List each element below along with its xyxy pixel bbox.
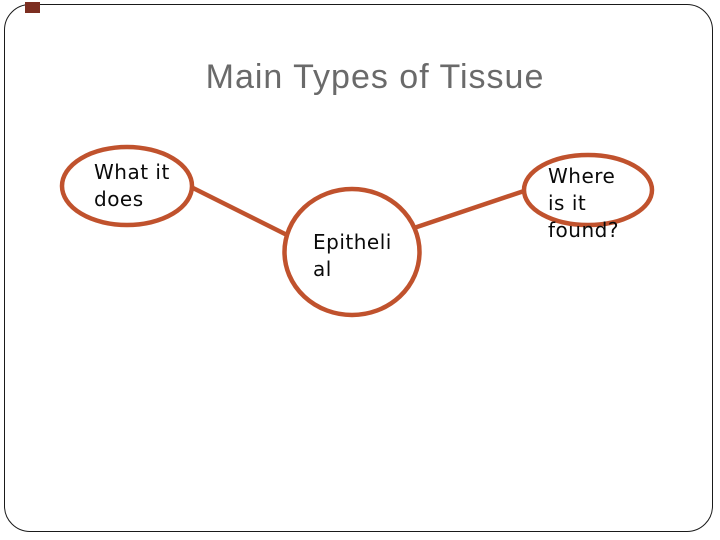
node-ellipse-what-it-does xyxy=(59,144,195,228)
slide-title: Main Types of Tissue xyxy=(205,58,545,96)
connector-epithelial-to-where xyxy=(407,186,531,233)
connector-what-to-epithelial xyxy=(183,181,297,242)
node-ellipse-where-found xyxy=(521,152,655,228)
node-label-epithelial: Epitheli al xyxy=(313,230,392,281)
node-label-what-it-does: What it does xyxy=(94,160,170,211)
accent-rectangle xyxy=(25,2,40,13)
node-circle-epithelial xyxy=(282,186,422,318)
slide-border xyxy=(4,4,713,532)
node-label-where-found: Where is it found? xyxy=(548,164,619,242)
